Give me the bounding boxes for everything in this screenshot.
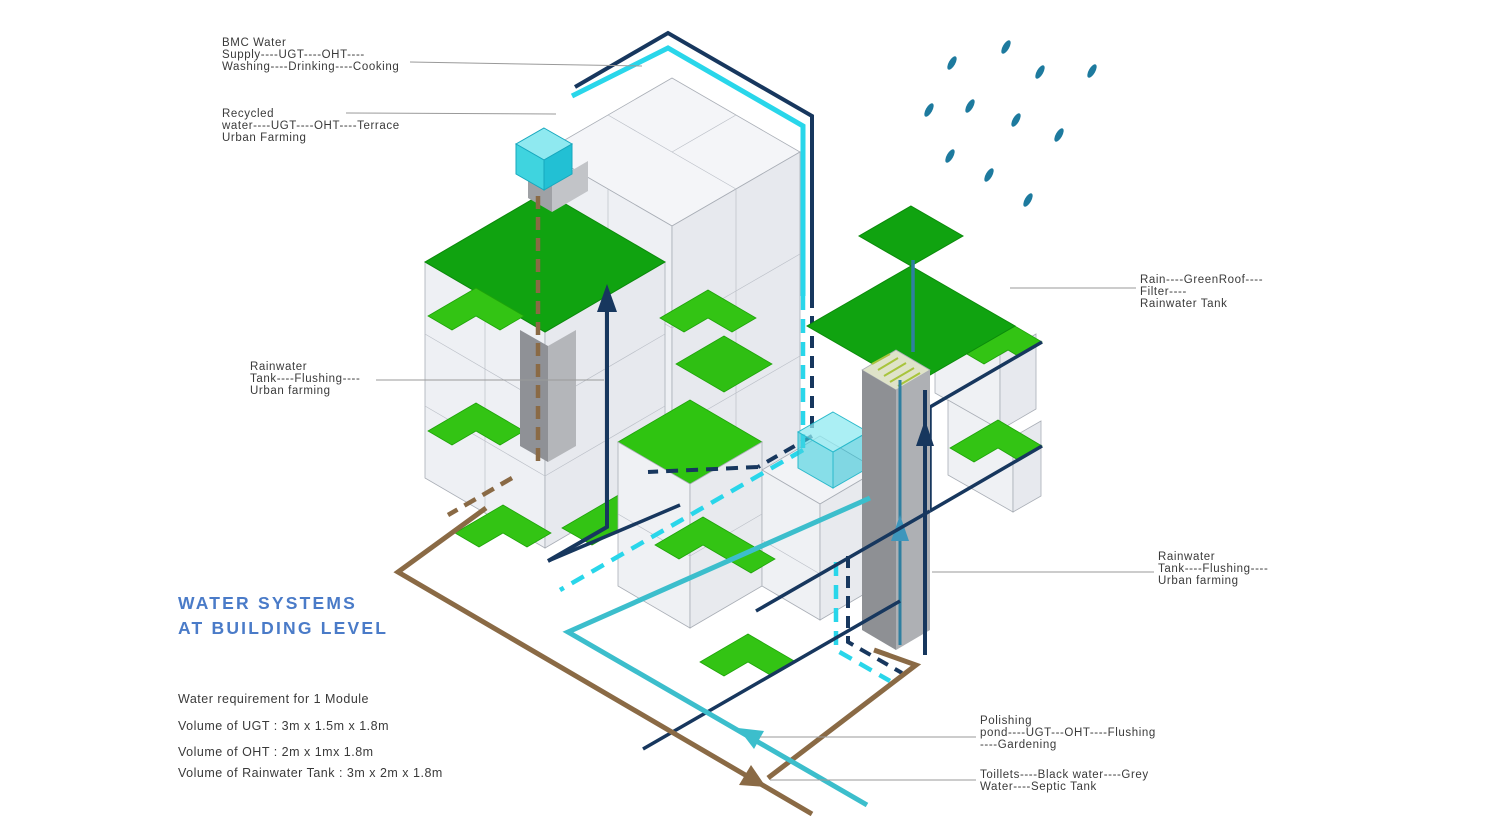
label-polishing-pond: pond----UGT---OHT----Flushing xyxy=(980,727,1156,739)
sewage-ground-pipe xyxy=(393,505,922,817)
up-arrow-icon xyxy=(916,420,934,446)
page-title: WATER SYSTEMS xyxy=(178,593,357,613)
label-rain-greenroof: Rain----GreenRoof---- xyxy=(1140,274,1263,286)
bmc-supply-pipe xyxy=(573,30,814,296)
label-rain-greenroof: Filter---- xyxy=(1140,286,1187,298)
right-building xyxy=(805,205,1043,655)
label-rainwater-left: Urban farming xyxy=(250,385,331,397)
volume-notes: Water requirement for 1 Module Volume of… xyxy=(178,692,443,780)
label-rainwater-right: Urban farming xyxy=(1158,575,1239,587)
svg-text:Volume of UGT : 3m x 1.5m x 1.: Volume of UGT : 3m x 1.5m x 1.8m xyxy=(178,719,389,733)
terrace-pipe-left xyxy=(547,503,681,563)
label-rainwater-left: Rainwater xyxy=(250,361,307,373)
label-toilets: Water----Septic Tank xyxy=(980,781,1097,793)
polishing-pond-pipe xyxy=(562,495,872,808)
label-polishing-pond: ----Gardening xyxy=(980,739,1057,751)
recycled-dashed-pipe xyxy=(558,296,806,592)
label-rainwater-right: Rainwater xyxy=(1158,551,1215,563)
label-rainwater-right: Tank----Flushing---- xyxy=(1158,563,1268,575)
page-title: AT BUILDING LEVEL xyxy=(178,618,388,638)
rain-drops-icon xyxy=(924,40,1097,207)
label-bmc-water: Washing----Drinking----Cooking xyxy=(222,61,399,73)
svg-text:Volume of Rainwater Tank : 3m: Volume of Rainwater Tank : 3m x 2m x 1.8… xyxy=(178,766,443,780)
recycled-dashed-pipe-lower xyxy=(833,562,892,683)
sewage-drop-pipe-diagonal xyxy=(446,476,514,517)
label-toilets: Toillets----Black water----Grey xyxy=(980,769,1149,781)
label-polishing-pond: Polishing xyxy=(980,715,1032,727)
svg-text:Water requirement for 1 Module: Water requirement for 1 Module xyxy=(178,692,369,706)
recycled-water-pipe xyxy=(570,45,806,296)
base-pipe-navy xyxy=(642,509,931,751)
flow-arrow-icon xyxy=(738,728,764,749)
flushing-riser-left xyxy=(547,310,609,563)
dashed-distribution-pipes xyxy=(558,296,903,683)
leader-lines xyxy=(345,61,1154,781)
label-rain-greenroof: Rainwater Tank xyxy=(1140,298,1227,310)
up-arrow-icon xyxy=(597,284,617,312)
bmc-dashed-pipe-lower xyxy=(846,556,903,675)
label-recycled: water----UGT----OHT----Terrace xyxy=(221,120,400,132)
oht-tank-cube xyxy=(514,127,574,191)
svg-text:Volume of OHT : 2m x 1mx 1.8m: Volume of OHT : 2m x 1mx 1.8m xyxy=(178,745,374,759)
label-rainwater-left: Tank----Flushing---- xyxy=(250,373,360,385)
label-bmc-water: Supply----UGT----OHT---- xyxy=(222,49,365,61)
label-bmc-water: BMC Water xyxy=(222,37,286,49)
flow-arrow-icon xyxy=(739,765,766,787)
label-recycled: Urban Farming xyxy=(222,132,307,144)
annotation-labels: BMC Water Supply----UGT----OHT---- Washi… xyxy=(221,37,1268,793)
rainwater-tank-box xyxy=(796,411,870,489)
label-recycled: Recycled xyxy=(222,108,274,120)
